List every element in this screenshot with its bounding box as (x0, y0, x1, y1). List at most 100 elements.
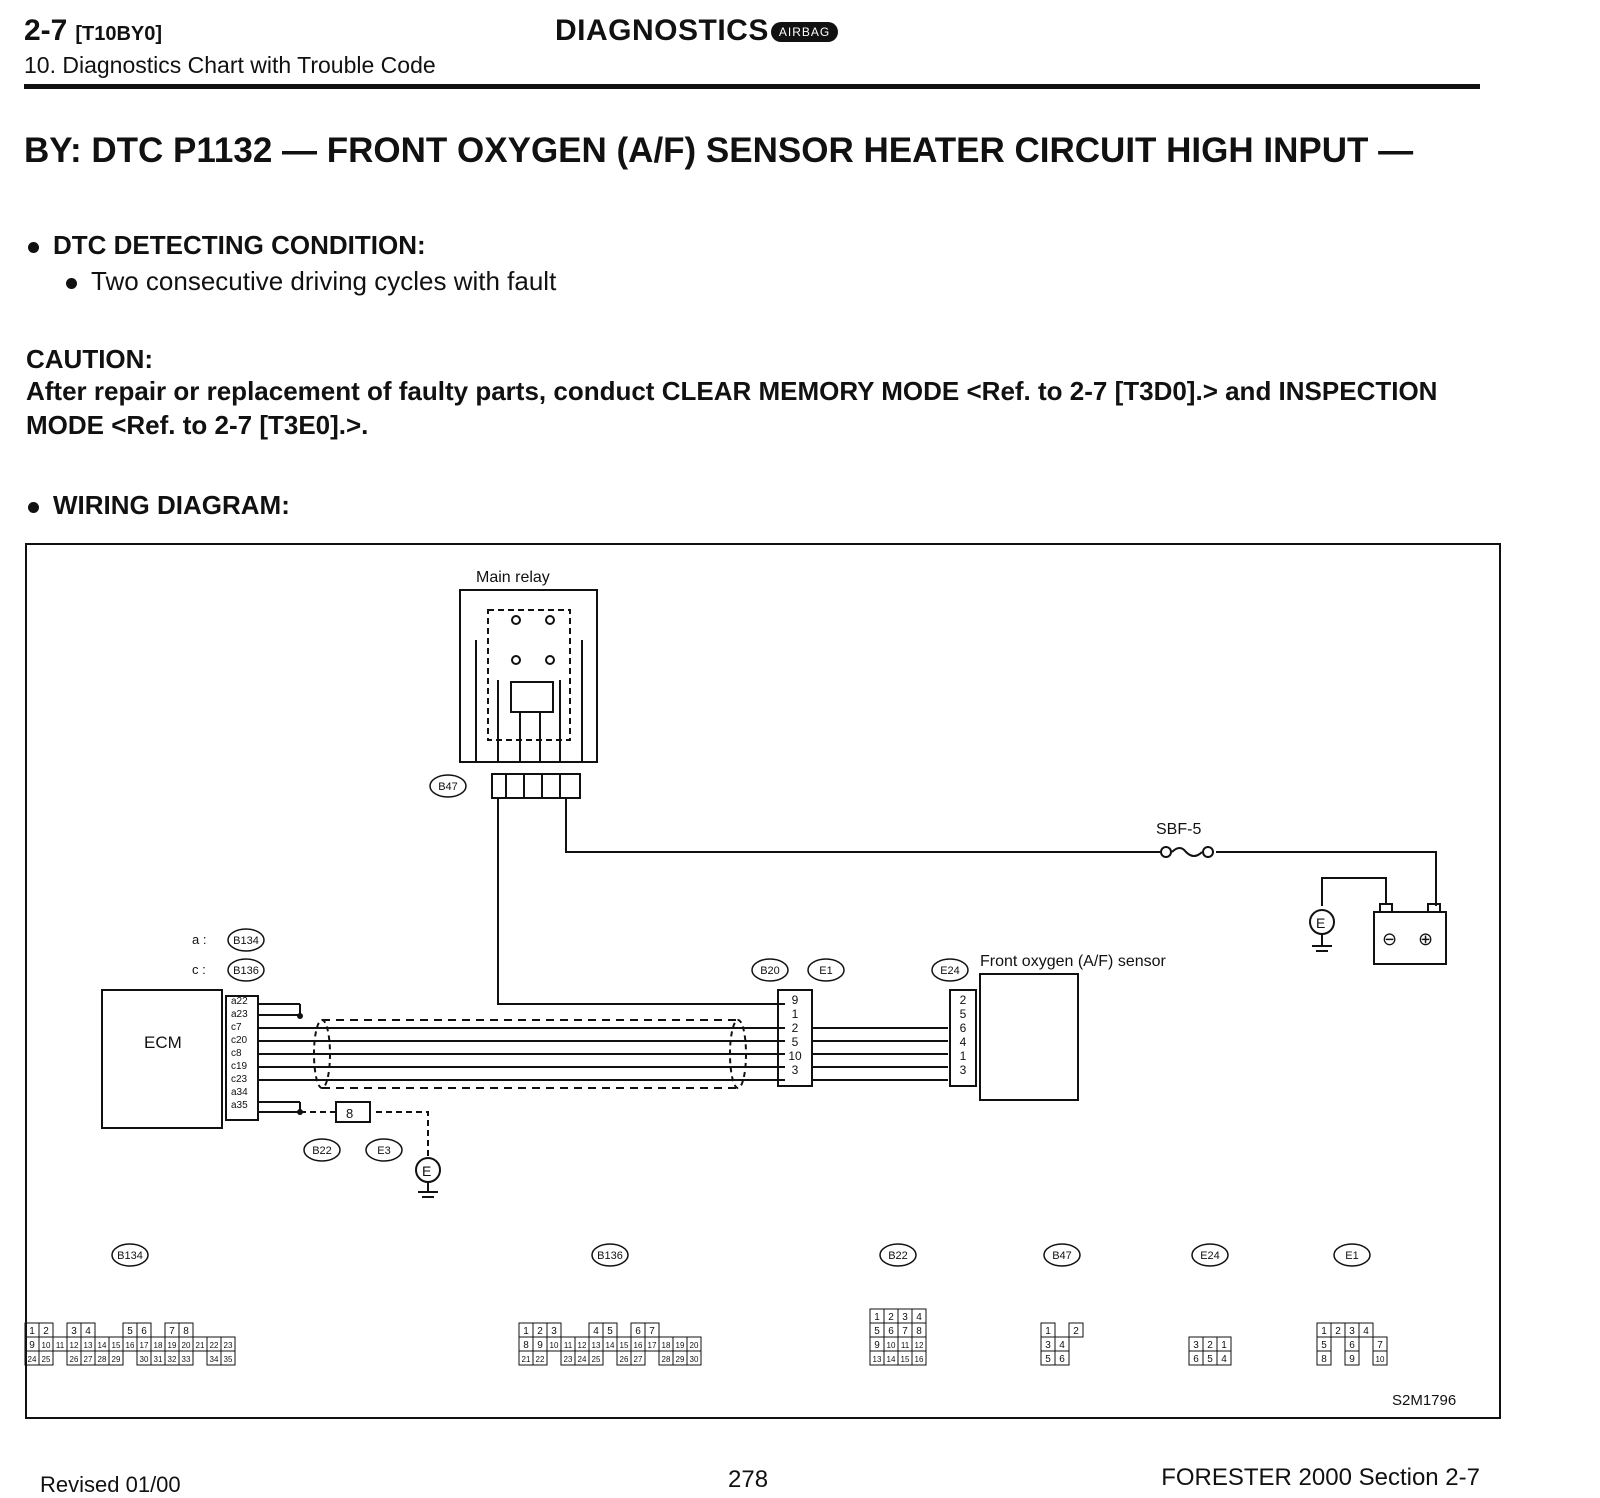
battery-plus-icon: ⊕ (1418, 929, 1433, 949)
connector-pin-number: 1 (1221, 1340, 1227, 1351)
connector-pin-cell (1216, 1350, 1232, 1366)
connector-view-b134-badge (111, 1243, 149, 1267)
connector-pin-number: 30 (140, 1355, 149, 1364)
ecm-pin-label: a35 (231, 1100, 248, 1111)
connector-pin-cell (108, 1350, 124, 1366)
e1-pin-label: 2 (792, 1021, 799, 1035)
dtc-condition-item: Two consecutive driving cycles with faul… (66, 266, 556, 297)
ecm-pin-label: a22 (231, 996, 248, 1007)
connector-pin-number: 7 (169, 1326, 175, 1337)
connector-pin-number: 15 (112, 1341, 121, 1350)
connector-e24-badge (931, 958, 969, 982)
e1-pin-label: 5 (792, 1035, 799, 1049)
connector-pin-number: 14 (887, 1355, 896, 1364)
connector-pin-number: 23 (224, 1341, 233, 1350)
e1-connector (777, 989, 813, 1087)
connector-view-b22-badge (879, 1243, 917, 1267)
connector-pin-number: 15 (901, 1355, 910, 1364)
connector-pin-number: 33 (182, 1355, 191, 1364)
connector-pin-cell (911, 1350, 927, 1366)
connector-pin-cell (630, 1350, 646, 1366)
bullet-icon (28, 241, 39, 253)
connector-e3-code: E3 (377, 1145, 390, 1157)
connector-pin-number: 5 (1321, 1340, 1327, 1351)
connector-pin-number: 6 (888, 1326, 894, 1337)
connector-pin-cell (588, 1350, 604, 1366)
section-subtitle: 10. Diagnostics Chart with Trouble Code (24, 52, 436, 78)
connector-pin-number: 2 (888, 1312, 894, 1323)
connector-pin-number: 30 (690, 1355, 699, 1364)
sensor-pin-label: 4 (960, 1035, 967, 1049)
connector-pin-cell (1068, 1322, 1084, 1338)
connector-pin-number: 3 (1045, 1340, 1051, 1351)
connector-b22-code: B22 (312, 1145, 332, 1157)
battery-ground-label: E (1316, 915, 1325, 931)
connector-pin-number: 9 (537, 1340, 543, 1351)
connector-pin-number: 12 (578, 1341, 587, 1350)
connector-pin-number: 18 (662, 1341, 671, 1350)
connector-pin-number: 6 (1059, 1354, 1065, 1365)
airbag-badge: AIRBAG (770, 22, 839, 43)
e1-pin-label: 9 (792, 993, 799, 1007)
connector-pin-number: 18 (154, 1341, 163, 1350)
connector-view-b136-code: B136 (597, 1250, 623, 1262)
connector-pin-number: 5 (1045, 1354, 1051, 1365)
bullet-icon (66, 277, 77, 289)
connector-pin-number: 10 (550, 1341, 559, 1350)
b47-connector (491, 773, 581, 799)
connector-pin-number: 4 (1363, 1326, 1369, 1337)
connector-pin-number: 4 (593, 1326, 599, 1337)
connector-pin-number: 25 (42, 1355, 51, 1364)
connector-pin-number: 6 (141, 1326, 147, 1337)
caution-heading: CAUTION: (26, 344, 154, 374)
connector-pin-number: 5 (1207, 1354, 1213, 1365)
connector-pin-number: 31 (154, 1355, 163, 1364)
connector-pin-number: 27 (634, 1355, 643, 1364)
connector-pin-number: 13 (873, 1355, 882, 1364)
connector-legend-code: B134 (233, 935, 259, 947)
relay-connector-badge (429, 774, 467, 798)
connector-pin-number: 3 (71, 1326, 77, 1337)
connector-pin-number: 11 (901, 1341, 910, 1350)
oxygen-sensor-box (979, 973, 1079, 1101)
connector-e24-code: E24 (940, 965, 960, 977)
sensor-label: Front oxygen (A/F) sensor (980, 953, 1167, 970)
figure-code: S2M1796 (1392, 1392, 1456, 1409)
connector-pin-number: 9 (29, 1340, 35, 1351)
connector-pin-cell (38, 1350, 54, 1366)
connector-pin-number: 22 (536, 1355, 545, 1364)
connector-legend-key: c : (192, 962, 206, 977)
ground-splice-pin: 8 (346, 1106, 353, 1121)
connector-legend-code: B136 (233, 965, 259, 977)
connector-pin-number: 9 (1349, 1354, 1355, 1365)
connector-pin-number: 5 (127, 1326, 133, 1337)
connector-pin-number: 26 (70, 1355, 79, 1364)
connector-pin-number: 28 (662, 1355, 671, 1364)
connector-pin-number: 5 (607, 1326, 613, 1337)
connector-view-b22-code: B22 (888, 1250, 908, 1262)
connector-pin-number: 7 (902, 1326, 908, 1337)
section-code: 2-7[T10BY0] (24, 14, 163, 47)
connector-pin-cell (1344, 1350, 1360, 1366)
connector-pin-cell (178, 1350, 194, 1366)
ecm-pin-label: c20 (231, 1035, 248, 1046)
connector-pin-number: 14 (606, 1341, 615, 1350)
main-relay-box (459, 589, 598, 763)
connector-pin-number: 26 (620, 1355, 629, 1364)
section-tag: [T10BY0] (75, 23, 163, 45)
relay-connector-code: B47 (438, 781, 458, 793)
connector-pin-number: 19 (676, 1341, 685, 1350)
connector-pin-number: 4 (1221, 1354, 1227, 1365)
connector-pin-cell (532, 1350, 548, 1366)
connector-pin-number: 29 (676, 1355, 685, 1364)
connector-pin-number: 8 (523, 1340, 529, 1351)
connector-pin-number: 19 (168, 1341, 177, 1350)
connector-pin-number: 28 (98, 1355, 107, 1364)
connector-pin-number: 2 (1335, 1326, 1341, 1337)
connector-view-b134-code: B134 (117, 1250, 143, 1262)
connector-legend-key: a : (192, 932, 206, 947)
connector-pin-cell (1054, 1350, 1070, 1366)
connector-e1-badge (807, 958, 845, 982)
ecm-pin-label: a34 (231, 1087, 248, 1098)
